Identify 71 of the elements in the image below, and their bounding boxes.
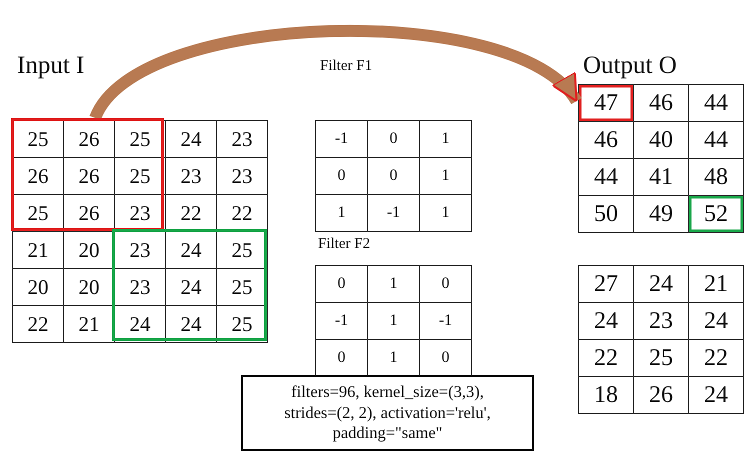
table-cell: 0 <box>420 266 472 302</box>
table-cell: 25 <box>634 340 688 376</box>
table-cell: 23 <box>216 158 268 194</box>
table-cell: 21 <box>12 232 64 268</box>
table-cell: 24 <box>578 302 634 340</box>
table-cell: 24 <box>166 268 216 306</box>
table-cell: 21 <box>688 266 744 302</box>
table-cell: 25 <box>114 158 166 194</box>
table-cell: 41 <box>634 158 688 196</box>
table-cell: 26 <box>64 120 114 158</box>
table-cell: 24 <box>166 306 216 342</box>
grid-title: Filter F2 <box>318 236 370 253</box>
table-cell: 0 <box>316 158 368 194</box>
table-cell: 25 <box>12 120 64 158</box>
highlighted-cell: 52 <box>688 196 744 232</box>
table-cell: 25 <box>216 232 268 268</box>
table-cell: 44 <box>688 122 744 158</box>
parameter-box <box>241 375 534 451</box>
parameter-text: filters=96, kernel_size=(3,3), strides=(2, 2), activation='relu', padding="same" <box>283 382 492 444</box>
table-cell: 26 <box>12 158 64 194</box>
table-cell: 1 <box>420 158 472 194</box>
table-cell: 24 <box>688 302 744 340</box>
highlight-window <box>112 229 267 341</box>
table-cell: 22 <box>578 340 634 376</box>
table-cell: 44 <box>688 84 744 122</box>
table-cell: -1 <box>316 302 368 340</box>
table-cell: 23 <box>114 268 166 306</box>
table-cell: 1 <box>420 194 472 232</box>
table-cell: 44 <box>578 158 634 196</box>
table-cell: -1 <box>420 302 472 340</box>
table-cell: 48 <box>688 158 744 196</box>
table-cell: 1 <box>368 302 420 340</box>
table-cell: 27 <box>578 266 634 302</box>
table-cell: 1 <box>368 266 420 302</box>
table-cell: 23 <box>166 158 216 194</box>
table-cell: 24 <box>688 376 744 414</box>
highlight-window <box>11 118 164 231</box>
table-cell: 49 <box>634 196 688 232</box>
table-cell: 40 <box>634 122 688 158</box>
table-cell: 26 <box>64 194 114 232</box>
table-cell: 0 <box>368 158 420 194</box>
table-cell: 23 <box>634 302 688 340</box>
table-cell: 46 <box>578 122 634 158</box>
table-cell: 23 <box>216 120 268 158</box>
table-cell: 0 <box>368 120 420 158</box>
table-cell: 46 <box>634 84 688 122</box>
table-cell: 24 <box>114 306 166 342</box>
table-cell: 18 <box>578 376 634 414</box>
table-cell: 25 <box>114 120 166 158</box>
highlighted-cell: 47 <box>578 84 634 122</box>
table-cell: 24 <box>634 266 688 302</box>
grid-title: Output O <box>583 52 677 80</box>
table-cell: 1 <box>316 194 368 232</box>
table-cell: 23 <box>114 232 166 268</box>
grid-title: Input I <box>17 52 84 80</box>
table-cell: 20 <box>12 268 64 306</box>
table-cell: 26 <box>634 376 688 414</box>
table-cell: 1 <box>420 120 472 158</box>
table-cell: 24 <box>166 232 216 268</box>
table-cell: 25 <box>216 268 268 306</box>
grid-title: Filter F1 <box>320 58 372 75</box>
table-cell: -1 <box>316 120 368 158</box>
table-cell: -1 <box>368 194 420 232</box>
table-cell: 22 <box>688 340 744 376</box>
table-cell: 25 <box>12 194 64 232</box>
table-cell: 25 <box>216 306 268 342</box>
table-cell: 0 <box>316 266 368 302</box>
table-cell: 24 <box>166 120 216 158</box>
table-cell: 22 <box>12 306 64 342</box>
table-cell: 26 <box>64 158 114 194</box>
table-cell: 50 <box>578 196 634 232</box>
